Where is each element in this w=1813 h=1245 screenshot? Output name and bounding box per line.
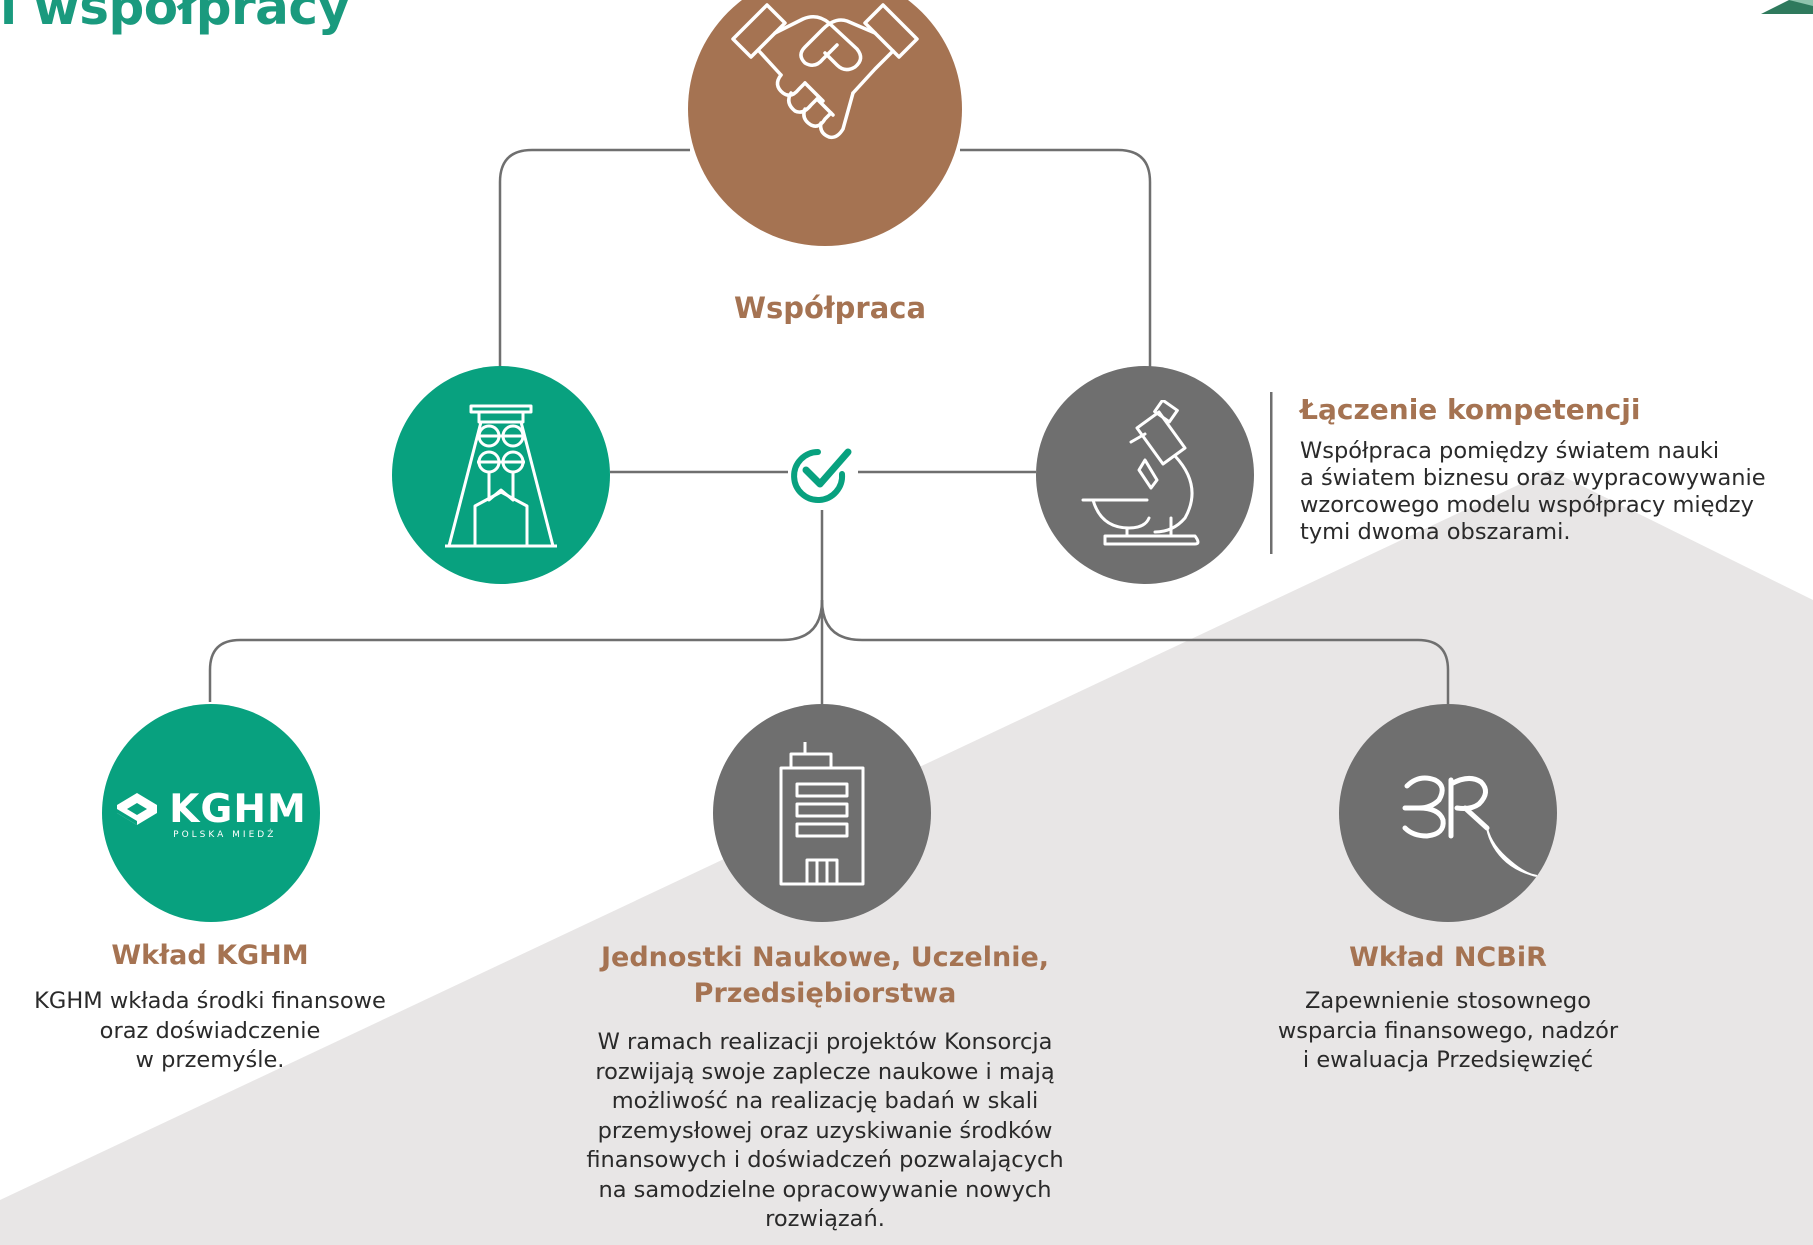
units-heading: Jednostki Naukowe, Uczelnie, Przedsiębio… [540,940,1110,1012]
kghm-description: KGHM wkłada środki finansowe oraz doświa… [0,987,420,1076]
kghm-logo-subtext: POLSKA MIEDŹ [173,829,277,840]
units-line-3: możliwość na realizację badań w skali [611,1088,1039,1114]
ncbir-heading: Wkład NCBiR [1349,942,1547,973]
ncbir-node [1339,704,1557,922]
kghm-logo-mark-icon [117,793,158,825]
units-heading-line-1: Jednostki Naukowe, Uczelnie, [600,942,1050,973]
connector-lines [208,148,1450,704]
units-description: W ramach realizacji projektów Konsorcja … [550,1028,1100,1235]
competence-heading: Łączenie kompetencji [1300,393,1641,426]
units-line-7: rozwiązań. [765,1206,885,1232]
units-line-6: na samodzielne opracowywanie nowych [598,1176,1052,1203]
competence-line-3: wzorcowego modelu współpracy między [1300,492,1754,518]
units-node [713,704,931,922]
units-line-2: rozwijają swoje zaplecze naukowe i mają [595,1058,1055,1085]
office-building-icon [779,742,865,886]
industry-node [392,366,610,584]
handshake-icon [731,3,919,140]
cooperation-node [688,0,962,246]
ncbir-line-2: wsparcia finansowego, nadzór [1277,1017,1619,1044]
kghm-line-3: w przemyśle. [135,1047,285,1073]
connector-top-right [960,148,1152,368]
units-line-5: finansowych i doświadczeń pozwalających [586,1147,1064,1173]
kghm-node: KGHM POLSKA MIEDŹ [102,704,320,922]
competence-line-1: Współpraca pomiędzy światem nauki [1300,438,1720,464]
units-line-1: W ramach realizacji projektów Konsorcja [597,1029,1053,1055]
ncbir-description: Zapewnienie stosownego wsparcia finansow… [1228,987,1668,1076]
kghm-logo: KGHM POLSKA MIEDŹ [115,787,307,840]
units-heading-line-2: Przedsiębiorstwa [693,978,957,1009]
competence-line-4: tymi dwoma obszarami. [1300,519,1571,545]
mine-shaft-tower-icon [445,404,557,548]
competence-divider [1270,392,1273,554]
ncbir-line-3: i ewaluacja Przedsięwzięć [1302,1047,1594,1073]
connector-top-left [498,148,690,368]
checkmark-circle-icon [791,448,852,503]
cooperation-label: Współpraca [733,291,927,325]
connector-bottom-left [208,599,824,702]
page-title: i współpracy [0,0,350,36]
kghm-heading: Wkład KGHM [111,940,309,971]
connector-bottom-right [820,599,1450,704]
kghm-line-2: oraz doświadczenie [99,1017,321,1044]
ncbir-line-1: Zapewnienie stosownego [1305,988,1591,1014]
competence-block: Łączenie kompetencji Współpraca pomiędzy… [1300,392,1810,546]
units-line-4: przemysłowej oraz uzyskiwanie środków [597,1117,1053,1144]
ncbir-br-logo-icon [1402,775,1538,877]
corner-logo-icon [1761,0,1813,14]
science-node [1036,366,1254,584]
microscope-icon [1081,400,1200,546]
competence-line-2: a światem biznesu oraz wypracowywanie [1300,465,1766,491]
kghm-line-1: KGHM wkłada środki finansowe [34,988,386,1014]
kghm-logo-text: KGHM [169,786,307,832]
